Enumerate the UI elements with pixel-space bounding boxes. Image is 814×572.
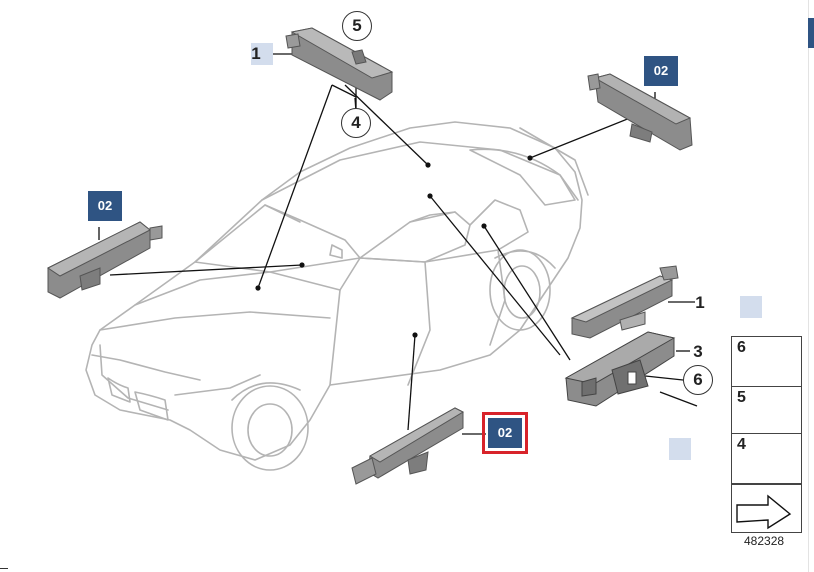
callout-circle-6: 6 — [683, 365, 713, 395]
callout-item-1-right: 1 — [695, 293, 705, 312]
placeholder-box — [740, 296, 762, 318]
legend-num-5: 5 — [737, 389, 746, 406]
bracket-module — [564, 331, 676, 407]
legend-box-nut: 6 — [731, 336, 802, 388]
diagram-number: 482328 — [744, 534, 785, 548]
legend-num-4: 4 — [737, 436, 746, 453]
corner-mark — [0, 568, 8, 569]
antenna-module-bottom — [351, 407, 465, 485]
leader-dots — [255, 155, 533, 338]
right-edge-tab[interactable] — [808, 18, 814, 48]
right-edge-panel — [808, 0, 814, 572]
placeholder-box — [669, 438, 691, 460]
direction-arrow-icon — [736, 494, 792, 530]
ref-tag-top-right[interactable]: 02 — [644, 56, 678, 86]
car-outline — [85, 121, 589, 471]
legend-num-6: 6 — [737, 339, 746, 356]
callout-circle-4: 4 — [341, 108, 371, 138]
ref-tag-bottom-selected[interactable]: 02 — [482, 412, 528, 454]
legend-box-arrow — [731, 483, 802, 533]
antenna-module-left — [47, 221, 163, 299]
legend-box-clip: 4 — [731, 433, 802, 485]
antenna-module-right — [570, 265, 679, 339]
legend-box-screw: 5 — [731, 386, 802, 435]
callout-circle-5: 5 — [342, 11, 372, 41]
antenna-module-top-right — [587, 73, 693, 151]
placeholder-box — [251, 43, 273, 65]
ref-tag-left[interactable]: 02 — [88, 191, 122, 221]
callout-item-1-top: 1 — [251, 44, 261, 63]
antenna-module-top — [285, 27, 394, 101]
leader-lines — [98, 53, 698, 435]
callout-item-3: 3 — [693, 342, 703, 361]
